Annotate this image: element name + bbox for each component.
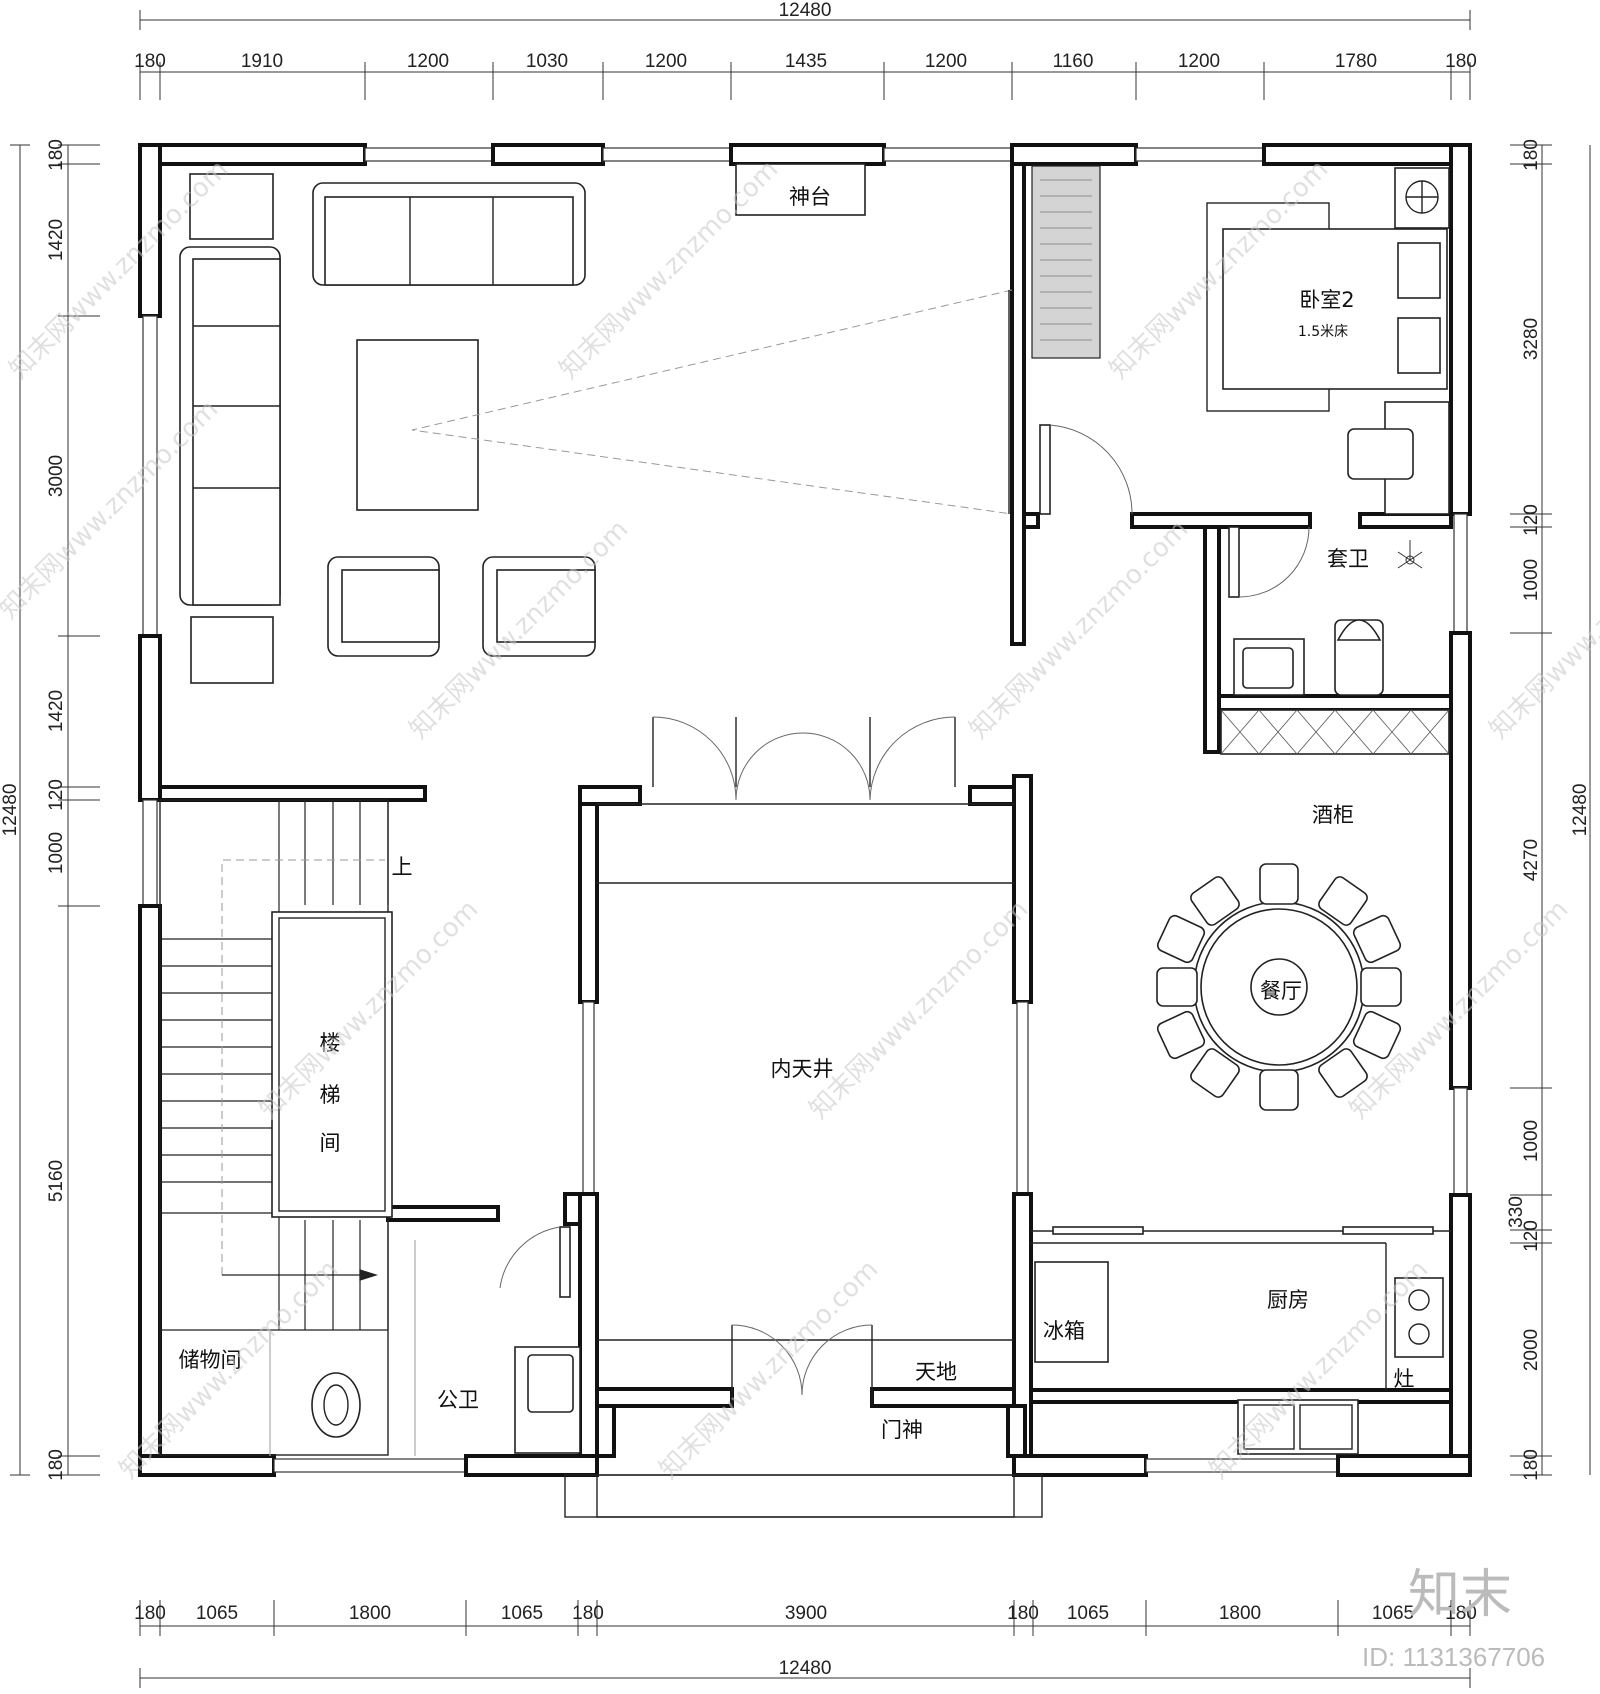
- dim-right: 3280: [1521, 318, 1542, 360]
- label-stair-1: 楼: [320, 1031, 341, 1055]
- label-stair-3: 间: [320, 1131, 341, 1155]
- dim-right: 2000: [1521, 1329, 1542, 1371]
- dim-top: 1030: [526, 51, 568, 72]
- dim-left: 1420: [46, 219, 67, 261]
- dim-right: 1000: [1521, 1120, 1542, 1162]
- stairs: [159, 799, 416, 1456]
- dim-right-overall: 12480: [1570, 784, 1591, 837]
- label-menshen: 门神: [881, 1418, 923, 1442]
- dim-top: 180: [134, 51, 166, 72]
- label-courtyard: 内天井: [771, 1057, 834, 1081]
- outer-walls: [138, 143, 1472, 1518]
- dim-bottom: 1065: [1372, 1603, 1414, 1624]
- watermark-text: 知末网www.znzmo.com: [804, 894, 1035, 1125]
- dim-bottom: 180: [572, 1603, 604, 1624]
- dim-top: 1160: [1053, 51, 1094, 72]
- dim-top: 1200: [407, 51, 449, 72]
- dim-right: 1000: [1521, 559, 1542, 601]
- dim-top-overall: 12480: [779, 0, 832, 21]
- dim-right: 120: [1521, 1220, 1542, 1252]
- dim-right: 120: [1521, 504, 1542, 536]
- dim-bottom: 1065: [196, 1603, 238, 1624]
- dim-top: 180: [1445, 51, 1477, 72]
- dimension-lines: [10, 10, 1591, 1688]
- dim-left: 180: [46, 1449, 67, 1481]
- dim-top: 1200: [925, 51, 967, 72]
- label-shrine: 神台: [789, 185, 831, 209]
- label-bedroom2: 卧室2: [1299, 288, 1354, 312]
- label-fridge: 冰箱: [1043, 1319, 1085, 1343]
- watermark-text: 知末网www.znzmo.com: [964, 514, 1195, 745]
- wine-cabinet: [1220, 709, 1450, 755]
- courtyard-doors: [597, 716, 1014, 1406]
- dim-bottom: 180: [134, 1603, 166, 1624]
- dim-left: 3000: [46, 455, 67, 497]
- dim-bottom: 1800: [349, 1603, 391, 1624]
- watermark-text: 知末网www.znzmo.com: [654, 1254, 885, 1485]
- kitchen-fixtures: [1031, 1226, 1451, 1455]
- dim-left: 120: [46, 779, 67, 811]
- label-bed-size: 1.5米床: [1298, 324, 1348, 340]
- label-tiandi: 天地: [915, 1360, 957, 1384]
- shrine-table: [735, 163, 866, 216]
- ensuite-fixtures: [1228, 526, 1423, 696]
- dim-top: 1435: [785, 51, 827, 72]
- dim-left-overall: 12480: [0, 784, 21, 837]
- label-storage: 储物间: [179, 1348, 242, 1372]
- dim-top: 1910: [241, 51, 283, 72]
- dim-top: 1780: [1335, 51, 1377, 72]
- dining-table: [1156, 863, 1402, 1111]
- dim-left: 5160: [46, 1160, 67, 1202]
- dim-bottom: 1065: [501, 1603, 543, 1624]
- label-dining: 餐厅: [1260, 979, 1302, 1003]
- watermark-brand: 知末: [1408, 1565, 1512, 1625]
- label-ensuite: 套卫: [1327, 547, 1369, 571]
- interior-walls: [158, 162, 1453, 1458]
- dim-bottom: 180: [1445, 1603, 1477, 1624]
- dim-right: 180: [1521, 139, 1542, 171]
- label-wine-cabinet: 酒柜: [1312, 803, 1354, 827]
- label-stove: 灶: [1394, 1367, 1415, 1391]
- bedroom-furniture: [1031, 165, 1450, 515]
- dim-right: 180: [1521, 1449, 1542, 1481]
- dim-left: 1420: [46, 690, 67, 732]
- public-wc-fixtures: [311, 1226, 581, 1454]
- watermark-id: ID: 1131367706: [1362, 1642, 1545, 1672]
- watermark-text: 知末网www.znzmo.com: [554, 154, 785, 385]
- dim-top: 1200: [645, 51, 687, 72]
- dim-left: 1000: [46, 832, 67, 874]
- dim-bottom: 1800: [1219, 1603, 1261, 1624]
- dim-bottom: 3900: [785, 1603, 827, 1624]
- dim-top: 1200: [1178, 51, 1220, 72]
- dim-right: 4270: [1521, 839, 1542, 881]
- dim-bottom: 180: [1007, 1603, 1039, 1624]
- label-up: 上: [392, 855, 413, 879]
- label-stair-2: 梯: [320, 1083, 341, 1107]
- living-room-furniture: [179, 163, 1013, 684]
- dim-left: 180: [46, 139, 67, 171]
- dim-bottom-overall: 12480: [779, 1658, 832, 1679]
- label-public-wc: 公卫: [437, 1388, 479, 1412]
- dim-right: 330: [1506, 1196, 1527, 1228]
- label-kitchen: 厨房: [1267, 1288, 1309, 1312]
- room-labels: 神台 卧室2 1.5米床 套卫 酒柜 餐厅 上 楼 梯 间 内天井 天地 门神 …: [179, 185, 1415, 1442]
- dim-bottom: 1065: [1067, 1603, 1109, 1624]
